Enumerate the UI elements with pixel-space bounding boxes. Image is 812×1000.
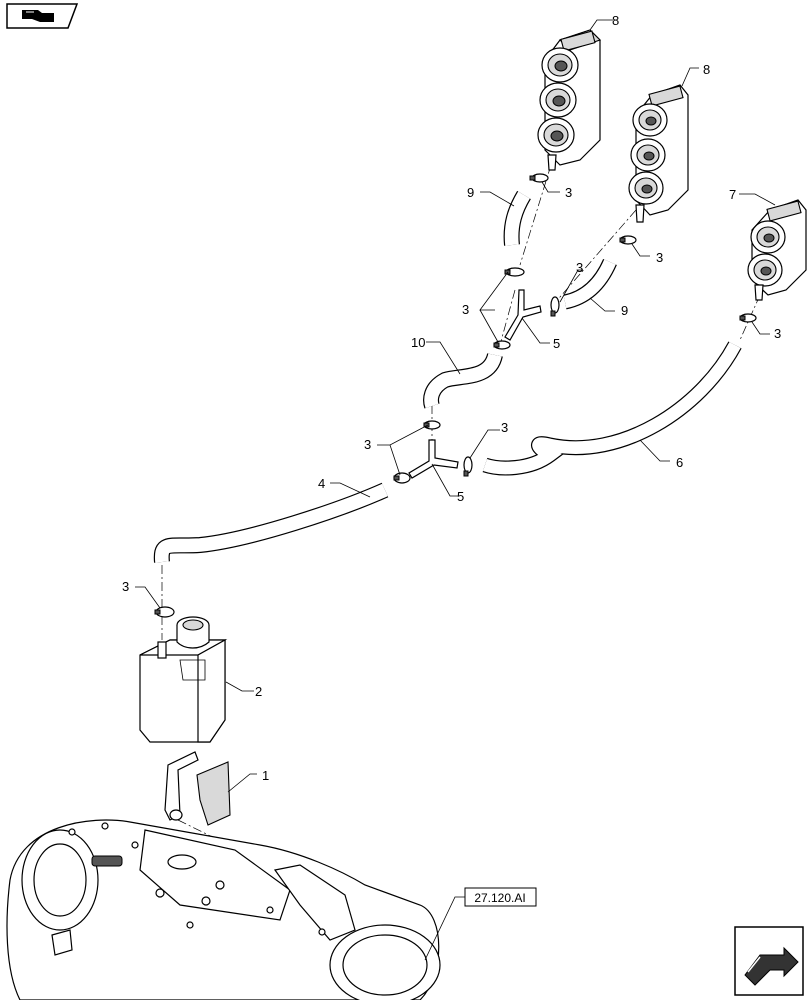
y-connector-upper <box>504 289 542 341</box>
callout-9: 9 <box>621 303 628 318</box>
callout-7: 7 <box>729 187 736 202</box>
callout-2: 2 <box>255 684 262 699</box>
callout-3: 3 <box>576 260 583 275</box>
clamp <box>619 235 637 245</box>
clamp <box>739 313 757 323</box>
callout-9: 9 <box>467 185 474 200</box>
callout-3: 3 <box>364 437 371 452</box>
clamp <box>504 267 525 277</box>
callout-5: 5 <box>457 489 464 504</box>
hose-4 <box>153 482 389 563</box>
next-page-arrow-icon[interactable] <box>734 926 804 996</box>
callout-3: 3 <box>501 420 508 435</box>
callout-5: 5 <box>553 336 560 351</box>
reservoir-tank <box>139 616 228 743</box>
callout-8: 8 <box>612 13 619 28</box>
center-lines <box>161 164 761 881</box>
callout-4: 4 <box>318 476 325 491</box>
clamp <box>463 456 473 477</box>
reference-box[interactable]: 27.120.AI <box>464 887 537 907</box>
clamp <box>393 472 411 484</box>
callout-6: 6 <box>676 455 683 470</box>
clamp <box>550 296 560 317</box>
callout-labels: 8 8 7 3 3 3 3 9 9 10 3 5 3 5 3 6 4 3 2 1 <box>122 13 781 783</box>
clamps <box>154 173 757 618</box>
y-connector-lower <box>408 439 459 479</box>
callout-3: 3 <box>565 185 572 200</box>
book-hand-icon[interactable] <box>6 3 79 29</box>
callout-3: 3 <box>122 579 129 594</box>
hose-9-lower <box>563 258 617 310</box>
clamp <box>154 606 175 618</box>
manifold-right <box>747 199 807 301</box>
mounting-bracket <box>164 751 231 826</box>
clamp <box>529 173 549 183</box>
callout-3: 3 <box>656 250 663 265</box>
manifold-left <box>537 29 602 171</box>
hose-6 <box>482 341 742 476</box>
callout-10: 10 <box>411 335 425 350</box>
callout-3: 3 <box>462 302 469 317</box>
axle-housing <box>6 819 441 1000</box>
hose-10 <box>423 352 503 409</box>
leader-lines <box>135 19 776 961</box>
manifold-middle <box>628 84 689 223</box>
callout-1: 1 <box>262 768 269 783</box>
hose-9-upper <box>503 190 531 246</box>
clamp <box>423 420 441 430</box>
callout-3: 3 <box>774 326 781 341</box>
clamp <box>493 340 511 350</box>
reference-label: 27.120.AI <box>474 891 525 905</box>
callout-8: 8 <box>703 62 710 77</box>
